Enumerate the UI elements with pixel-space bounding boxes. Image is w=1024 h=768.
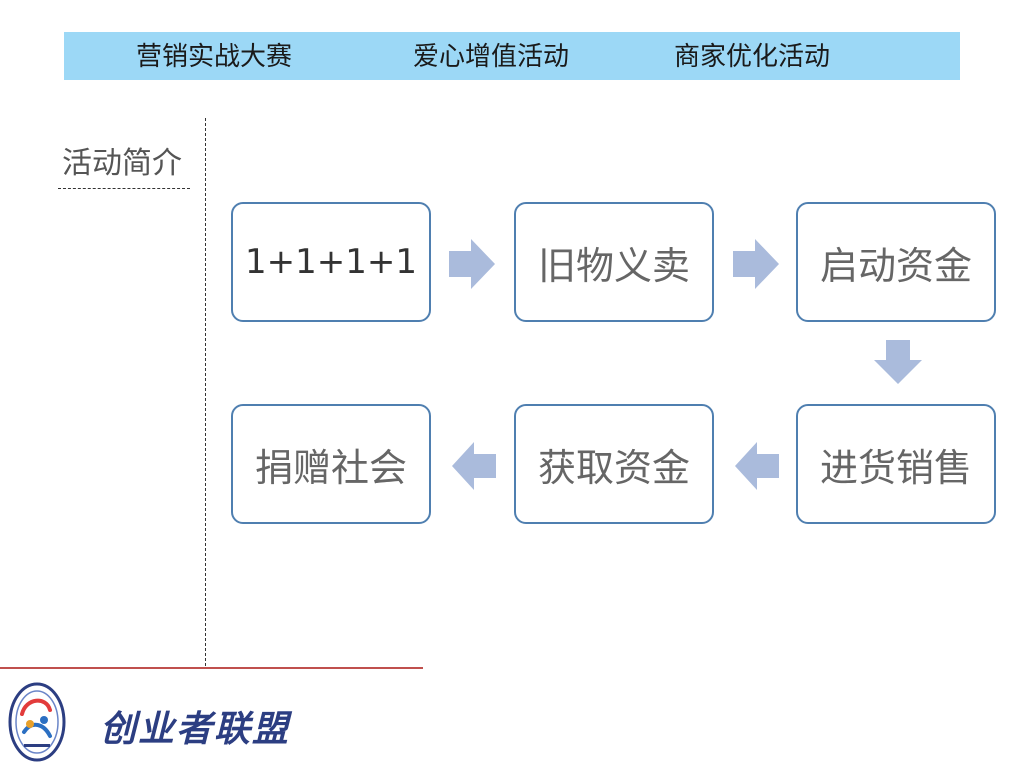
flow-step-5: 获取资金 <box>514 404 714 524</box>
arrow-left-icon <box>735 442 779 490</box>
tab-marketing-contest[interactable]: 营销实战大赛 <box>136 42 293 72</box>
flow-step-3: 启动资金 <box>796 202 996 322</box>
flow-step-1: 1+1+1+1 <box>231 202 431 322</box>
flow-step-2: 旧物义卖 <box>514 202 714 322</box>
tab-charity-activity[interactable]: 爱心增值活动 <box>413 42 570 72</box>
flow-step-4: 进货销售 <box>796 404 996 524</box>
logo-icon <box>8 682 66 762</box>
brand-name: 创业者联盟 <box>100 708 291 750</box>
arrow-right-icon <box>733 239 779 289</box>
tab-merchant-optimization[interactable]: 商家优化活动 <box>674 42 831 72</box>
arrow-left-icon <box>452 442 496 490</box>
vertical-divider <box>205 118 206 666</box>
arrow-down-icon <box>874 340 922 384</box>
flow-step-6: 捐赠社会 <box>231 404 431 524</box>
footer-divider <box>0 667 423 669</box>
arrow-right-icon <box>449 239 495 289</box>
top-nav-bar: 营销实战大赛 爱心增值活动 商家优化活动 <box>64 32 960 80</box>
section-title: 活动简介 <box>62 146 182 181</box>
title-underline <box>58 188 190 189</box>
